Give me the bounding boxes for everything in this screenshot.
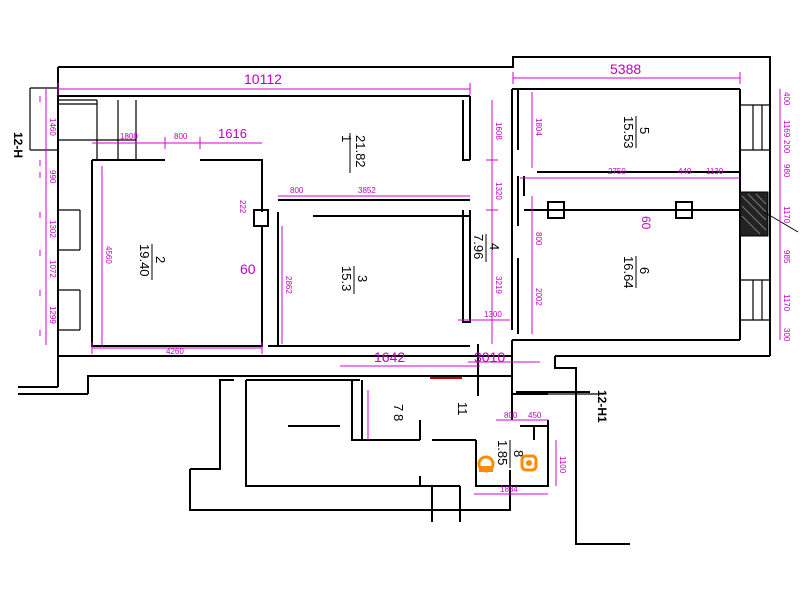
dim-1302: 1302 bbox=[48, 220, 57, 238]
dim-r980: 980 bbox=[782, 164, 791, 178]
dim-1100: 1100 bbox=[558, 456, 567, 474]
dim-r1170: 1170 bbox=[782, 206, 791, 224]
dim-3219: 3219 bbox=[494, 276, 503, 294]
dim-1804: 1804 bbox=[534, 118, 543, 136]
room-area: 19.40 bbox=[137, 244, 152, 277]
dim-r400: 400 bbox=[782, 92, 791, 106]
dim-r200: 200 bbox=[782, 140, 791, 154]
dim-1616: 1616 bbox=[218, 126, 247, 141]
room-area: 8 bbox=[391, 414, 406, 421]
dim-r1169: 1169 bbox=[782, 120, 791, 138]
room-number: 6 bbox=[637, 267, 652, 274]
room-area: 15.3 bbox=[339, 266, 354, 291]
room-area: 1.85 bbox=[495, 440, 510, 465]
dim-800a: 800 bbox=[174, 132, 188, 141]
dim-60a: 60 bbox=[240, 261, 256, 277]
dim-800b: 800 bbox=[290, 186, 304, 195]
room-4: 4 7.96 bbox=[471, 234, 502, 262]
room-2: 2 19.40 bbox=[137, 244, 168, 280]
room-1: 1 21.82 bbox=[339, 133, 368, 173]
dim-800d: 800 bbox=[504, 411, 518, 420]
dim-440: 440 bbox=[678, 167, 692, 176]
dim-1320: 1320 bbox=[494, 182, 503, 200]
room-area: 16.64 bbox=[621, 256, 636, 289]
dim-top-total: 10112 bbox=[244, 71, 282, 87]
dim-1299: 1299 bbox=[48, 306, 57, 324]
room-number: 8 bbox=[511, 450, 526, 457]
section-label-left: 12-H bbox=[11, 132, 25, 158]
room-3: 3 15.3 bbox=[339, 266, 370, 294]
dim-r985: 985 bbox=[782, 250, 791, 264]
walls bbox=[18, 56, 799, 545]
dim-4560: 4560 bbox=[104, 246, 113, 264]
dimension-labels: 10112 5388 1616 800 1800 1460 990 1302 1… bbox=[48, 61, 791, 494]
room-number: 3 bbox=[355, 275, 370, 282]
room-7: 7 8 bbox=[391, 404, 406, 421]
dim-2002: 2002 bbox=[534, 288, 543, 306]
room-number: 1 bbox=[339, 135, 354, 142]
room-area: 7.96 bbox=[471, 234, 486, 259]
room-5: 5 15.53 bbox=[621, 116, 652, 149]
room-area: 15.53 bbox=[621, 116, 636, 149]
room-11: 11 bbox=[455, 402, 470, 416]
dim-990: 990 bbox=[48, 170, 57, 184]
dim-2862: 2862 bbox=[284, 276, 293, 294]
room-labels: 1 21.82 2 19.40 3 15.3 4 7.96 5 15.53 bbox=[137, 116, 652, 468]
dim-1642: 1642 bbox=[374, 349, 405, 365]
dim-1072: 1072 bbox=[48, 260, 57, 278]
dim-800c: 800 bbox=[534, 232, 543, 246]
dim-4260: 4260 bbox=[166, 347, 184, 356]
dim-1300: 1300 bbox=[484, 310, 502, 319]
dim-1460: 1460 bbox=[48, 118, 57, 136]
dim-3852: 3852 bbox=[358, 186, 376, 195]
room-number: 2 bbox=[153, 256, 168, 263]
dim-3010: 3010 bbox=[474, 349, 505, 365]
room-number: 11 bbox=[455, 402, 470, 416]
dim-60b: 60 bbox=[639, 216, 653, 230]
room-number: 4 bbox=[487, 243, 502, 250]
room-8: 8 1.85 bbox=[495, 440, 526, 468]
room-number: 7 bbox=[391, 404, 406, 411]
room-number: 5 bbox=[637, 127, 652, 134]
toilet-fixtures bbox=[477, 454, 538, 473]
room-6: 6 16.64 bbox=[621, 256, 652, 289]
dim-top-right: 5388 bbox=[610, 61, 641, 77]
dim-r300: 300 bbox=[782, 328, 791, 342]
dim-1130: 1130 bbox=[706, 167, 724, 176]
section-marker-left: 12-H bbox=[11, 87, 58, 158]
dim-2750: 2750 bbox=[608, 167, 626, 176]
dim-1800: 1800 bbox=[120, 132, 138, 141]
dimension-lines bbox=[39, 72, 781, 495]
room-area: 21.82 bbox=[353, 135, 368, 168]
dim-1884: 1884 bbox=[500, 485, 518, 494]
section-marker-right: 12-H1 bbox=[548, 390, 609, 423]
dim-1608: 1608 bbox=[494, 122, 503, 140]
dim-r1170b: 1170 bbox=[782, 294, 791, 312]
section-label-right: 12-H1 bbox=[595, 390, 609, 423]
dim-222: 222 bbox=[238, 200, 247, 214]
dim-450: 450 bbox=[528, 411, 542, 420]
